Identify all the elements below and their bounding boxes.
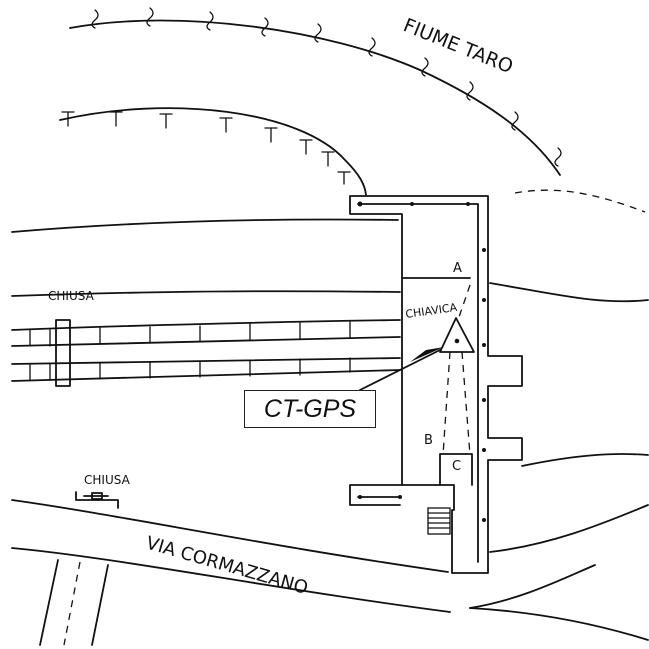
structure-inner [401, 277, 473, 486]
structure-outline [349, 195, 523, 574]
bank-hatches-inner [61, 111, 351, 185]
canal-top [11, 319, 401, 331]
steps-lines [427, 512, 451, 529]
right-road-c [469, 607, 649, 641]
side-channel-center [63, 561, 81, 646]
river-outer-bank [69, 19, 561, 176]
canal-ticks [29, 321, 351, 381]
sluice-label-top: CHIUSA [48, 289, 95, 303]
point-b-label: B [424, 433, 433, 448]
side-channel-left [39, 559, 59, 646]
right-field-line-bottom [521, 453, 649, 467]
chiavica-triangle [439, 317, 475, 353]
point-c-label: C [452, 459, 461, 474]
sluice-gate-bottom-box [91, 492, 103, 500]
river-inner-bank [59, 107, 367, 196]
field-line-mid [11, 290, 401, 297]
right-road-a [489, 504, 649, 553]
bank-hatches-outer [91, 7, 562, 167]
pipe-run [357, 203, 479, 563]
right-road-b [469, 564, 596, 609]
road-top-edge [11, 499, 449, 573]
canal-mid-b [11, 357, 401, 365]
canal-bottom [11, 369, 401, 382]
chiavica-label: CHIAVICA [405, 301, 459, 321]
steps [427, 507, 451, 535]
right-field-line-top [489, 282, 649, 303]
field-line-top [11, 218, 399, 233]
pipe-nodes [357, 201, 486, 522]
gps-arrowhead [410, 347, 444, 362]
ct-gps-label: CT-GPS [244, 390, 376, 428]
gps-arrow [359, 349, 441, 391]
canal-mid-a [11, 336, 401, 347]
point-a-label: A [453, 261, 462, 276]
sight-lines [442, 284, 471, 456]
road-bottom-edge [11, 547, 451, 613]
road-label: VIA CORMAZZANO [144, 533, 311, 599]
sluice-gate-bottom [75, 491, 119, 509]
side-channel-right [91, 564, 109, 646]
sluice-gate-top [55, 319, 71, 387]
sluice-label-bottom: CHIUSA [84, 473, 131, 487]
river-dashed-edge [514, 189, 646, 213]
